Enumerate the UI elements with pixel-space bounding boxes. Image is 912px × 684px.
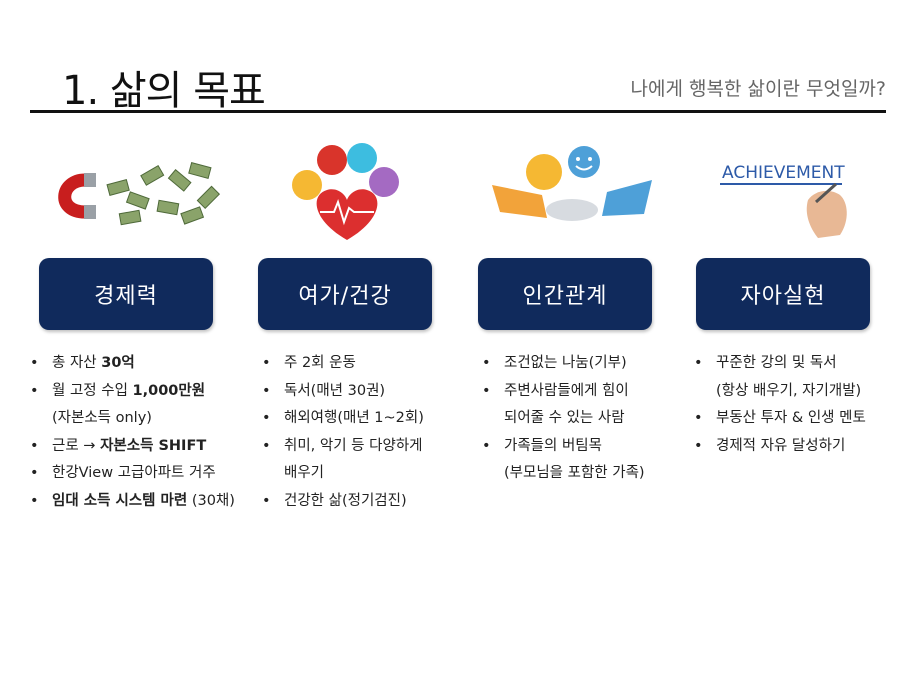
list-item: 취미, 악기 등 다양하게 xyxy=(262,433,424,461)
list-item-text: 월 고정 수입 xyxy=(52,382,133,399)
list-item-text: 임대 소득 시스템 마련 xyxy=(52,492,188,509)
self-realization-goal-list: 꾸준한 강의 및 독서 (항상 배우기, 자기개발) 부동산 투자 & 인생 멘토경… xyxy=(694,350,866,460)
list-item-text: 꾸준한 강의 및 독서 xyxy=(716,355,837,371)
list-item: 배우기 xyxy=(262,460,424,488)
list-item: 가족들의 버팀목 xyxy=(482,433,645,461)
list-item: 해외여행(매년 1~2회) xyxy=(262,405,424,433)
list-item-text: 주변사람들에게 힘이 xyxy=(504,382,629,399)
list-item-text: 30억 xyxy=(101,355,135,371)
page-title: 1. 삶의 목표 xyxy=(62,68,266,114)
list-item: 독서(매년 30권) xyxy=(262,378,424,406)
list-item: 월 고정 수입 1,000만원 xyxy=(30,378,235,406)
list-item-text: 한강View 고급아파트 거주 xyxy=(52,465,216,481)
list-item-text: 부동산 투자 & 인생 멘토 xyxy=(716,410,866,426)
category-leisure-health-button[interactable]: 여가/건강 xyxy=(258,258,432,330)
list-item-text: 취미, 악기 등 다양하게 xyxy=(284,437,423,454)
list-item: (항상 배우기, 자기개발) xyxy=(694,378,866,406)
list-item-text: 배우기 xyxy=(284,465,325,481)
list-item: 되어줄 수 있는 사람 xyxy=(482,405,645,433)
achievement-icon: ACHIEVEMENT xyxy=(720,163,847,238)
category-self-realization-button[interactable]: 자아실현 xyxy=(696,258,870,330)
list-item-text: 총 자산 xyxy=(52,355,102,371)
list-item-text: 조건없는 나눔(기부) xyxy=(504,355,627,371)
list-item-text: (항상 배우기, 자기개발) xyxy=(716,382,862,399)
list-item-text: (부모님을 포함한 가족) xyxy=(504,465,645,481)
list-item-text: 해외여행(매년 1~2회) xyxy=(284,410,424,426)
category-relationships-button[interactable]: 인간관계 xyxy=(478,258,652,330)
list-item-text: 근로 → xyxy=(52,437,101,454)
list-item-text: 1,000만원 xyxy=(132,382,206,399)
leisure-health-goal-list: 주 2회 운동독서(매년 30권) 해외여행(매년 1~2회) 취미, 악기 등 다… xyxy=(262,350,424,515)
list-item: 주 2회 운동 xyxy=(262,350,424,378)
list-item-text: (자본소득 only) xyxy=(52,410,152,426)
magnet-money-icon xyxy=(58,161,221,226)
heart-health-icon xyxy=(292,143,399,240)
list-item: (자본소득 only) xyxy=(30,405,235,433)
list-item: (부모님을 포함한 가족) xyxy=(482,460,645,488)
achievement-text: ACHIEVEMENT xyxy=(722,163,845,183)
list-item-text: 되어줄 수 있는 사람 xyxy=(504,410,625,426)
list-item: 임대 소득 시스템 마련 (30채) xyxy=(30,488,235,516)
list-item: 근로 → 자본소득 SHIFT xyxy=(30,433,235,461)
list-item-text: 건강한 삶(정기검진) xyxy=(284,492,407,509)
list-item-text: (30채) xyxy=(187,492,235,509)
list-item-text: 독서(매년 30권) xyxy=(284,382,386,399)
list-item-text: 자본소득 SHIFT xyxy=(100,437,207,454)
list-item-text: 가족들의 버팀목 xyxy=(504,437,602,454)
list-item: 조건없는 나눔(기부) xyxy=(482,350,645,378)
list-item-text: 주 2회 운동 xyxy=(284,355,356,371)
list-item-text: 경제적 자유 달성하기 xyxy=(716,437,846,454)
list-item: 경제적 자유 달성하기 xyxy=(694,433,866,461)
list-item: 꾸준한 강의 및 독서 xyxy=(694,350,866,378)
title-divider xyxy=(30,110,886,113)
page-subtitle: 나에게 행복한 삶이란 무엇일까? xyxy=(630,78,886,100)
category-economy-button[interactable]: 경제력 xyxy=(39,258,213,330)
handshake-icon xyxy=(492,146,652,221)
list-item: 한강View 고급아파트 거주 xyxy=(30,460,235,488)
list-item: 부동산 투자 & 인생 멘토 xyxy=(694,405,866,433)
list-item: 주변사람들에게 힘이 xyxy=(482,378,645,406)
list-item: 건강한 삶(정기검진) xyxy=(262,488,424,516)
economy-goal-list: 총 자산 30억월 고정 수입 1,000만원(자본소득 only)근로 → 자… xyxy=(30,350,235,515)
list-item: 총 자산 30억 xyxy=(30,350,235,378)
